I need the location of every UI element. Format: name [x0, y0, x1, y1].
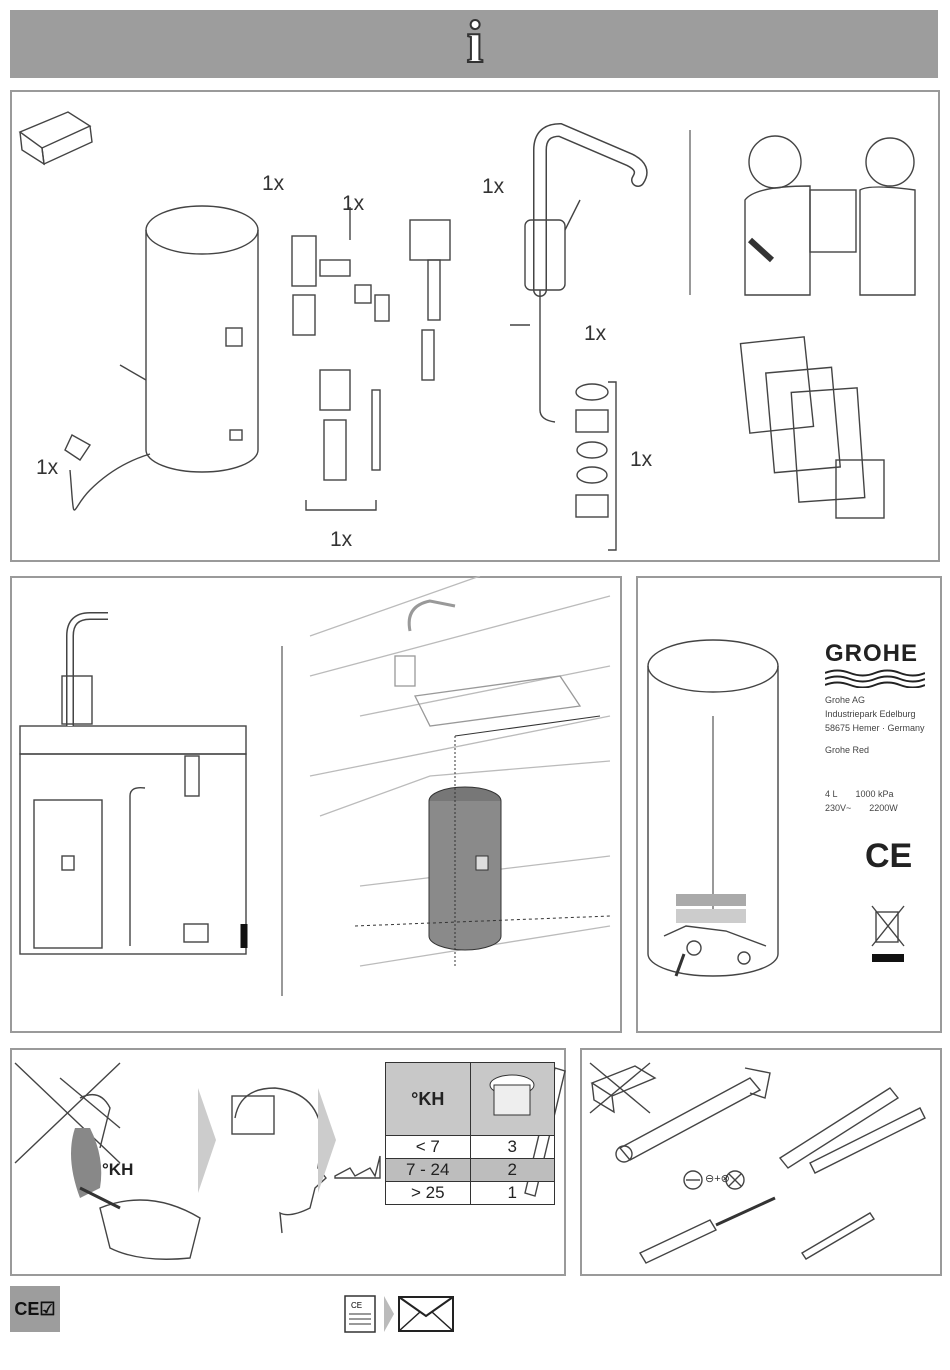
svg-text:CE: CE: [351, 1301, 362, 1310]
row-value: 3: [470, 1136, 555, 1159]
table-row: > 25 1: [386, 1182, 555, 1205]
arrow-chevron-icon: [382, 1294, 396, 1334]
rating-label: GROHE Grohe AG Industriepark Edelburg 58…: [825, 640, 935, 876]
qty-hose: 1x: [584, 322, 606, 346]
model-name: Grohe Red: [825, 743, 935, 757]
head-thinking-icon: [232, 1088, 326, 1233]
qty-boiler: 1x: [262, 172, 284, 196]
row-value: 2: [470, 1159, 555, 1182]
spec-pressure: 1000 kPa: [856, 787, 894, 801]
spec-volume: 4 L: [825, 787, 838, 801]
hardness-table: °KH < 7 3 7 - 24 2 > 25 1: [385, 1062, 555, 1205]
row-range: < 7: [386, 1136, 471, 1159]
factory-icon: [335, 1156, 380, 1178]
pipe-wrench-icon: [780, 1088, 925, 1173]
installation-illustration: [10, 576, 622, 1033]
grohe-waves-icon: [825, 668, 925, 688]
qty-faucet: 1x: [482, 175, 504, 199]
info-icon: i: [447, 14, 503, 70]
table-row: 7 - 24 2: [386, 1159, 555, 1182]
qty-valve-set: 1x: [330, 528, 352, 552]
drop-kh-label: °KH: [102, 1160, 133, 1180]
row-range: 7 - 24: [386, 1159, 471, 1182]
arrow-right-icon-2: [318, 1088, 336, 1193]
table-row: < 7 3: [386, 1136, 555, 1159]
weee-bin-icon: [872, 906, 904, 962]
manufacturer-line-3: 58675 Hemer · Germany: [825, 721, 935, 735]
installer-and-user-icon: [745, 136, 915, 295]
wrench-icon: [616, 1068, 770, 1162]
qty-seals: 1x: [630, 448, 652, 472]
pencil-icon-tools: [802, 1213, 874, 1259]
qty-fittings: 1x: [342, 192, 364, 216]
row-range: > 25: [386, 1182, 471, 1205]
manuals-icon: [740, 337, 884, 518]
spec-power: 2200W: [869, 801, 898, 815]
table-header-cartridge-icon: [470, 1063, 555, 1136]
qty-cable: 1x: [36, 456, 58, 480]
screwdriver-icon: [640, 1198, 775, 1263]
envelope-icon: [398, 1296, 454, 1332]
seal-kit-icon: [576, 382, 616, 550]
arrow-right-icon: [198, 1088, 216, 1193]
package-box-icon: [20, 112, 92, 164]
row-value: 1: [470, 1182, 555, 1205]
boiler-tank-icon: [65, 206, 258, 510]
ce-mark: CE: [865, 837, 935, 876]
ce-declaration-badge: CE☑: [10, 1286, 60, 1332]
declaration-document-icon: CE: [343, 1294, 379, 1334]
installed-boiler-icon: [355, 716, 610, 966]
no-box-icon: [590, 1063, 655, 1113]
manufacturer-line-1: Grohe AG: [825, 693, 935, 707]
faucet-icon: [510, 130, 641, 422]
cabinet-cross-section-icon: [20, 616, 246, 954]
contents-illustration: [10, 90, 940, 562]
tools-illustration: [580, 1048, 942, 1276]
manufacturer-line-2: Industriepark Edelburg: [825, 707, 935, 721]
grohe-logo: GROHE: [825, 640, 935, 668]
table-header-kh: °KH: [386, 1063, 471, 1136]
screwdriver-label: ⊖+⊗: [705, 1172, 730, 1185]
fittings-set-icon: [292, 207, 450, 510]
spec-voltage: 230V~: [825, 801, 851, 815]
test-strip-hand-icon: [80, 1188, 200, 1259]
